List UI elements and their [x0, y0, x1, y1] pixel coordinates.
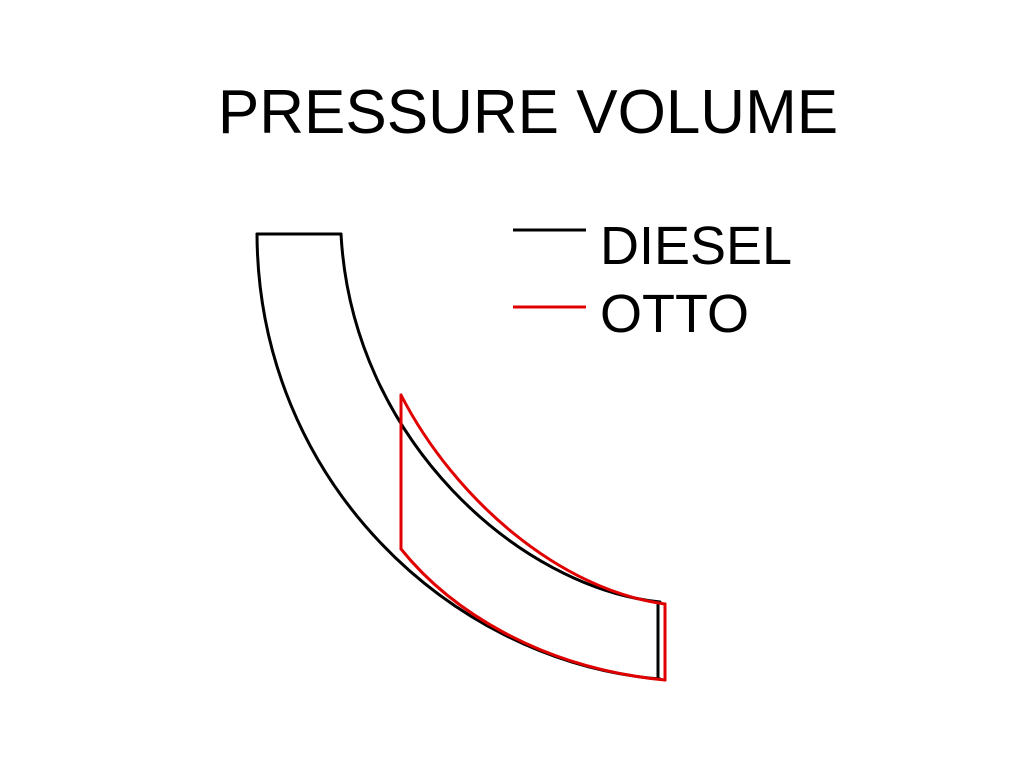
legend: DIESEL OTTO [513, 216, 792, 344]
legend-label-otto: OTTO [600, 284, 749, 344]
otto-expansion-curve [399, 393, 667, 606]
legend-label-diesel: DIESEL [600, 216, 792, 276]
diesel-expansion-curve [339, 232, 662, 604]
page-title: PRESSURE VOLUME [217, 78, 839, 147]
otto-compression-curve [399, 547, 667, 682]
otto-cycle [399, 393, 667, 682]
